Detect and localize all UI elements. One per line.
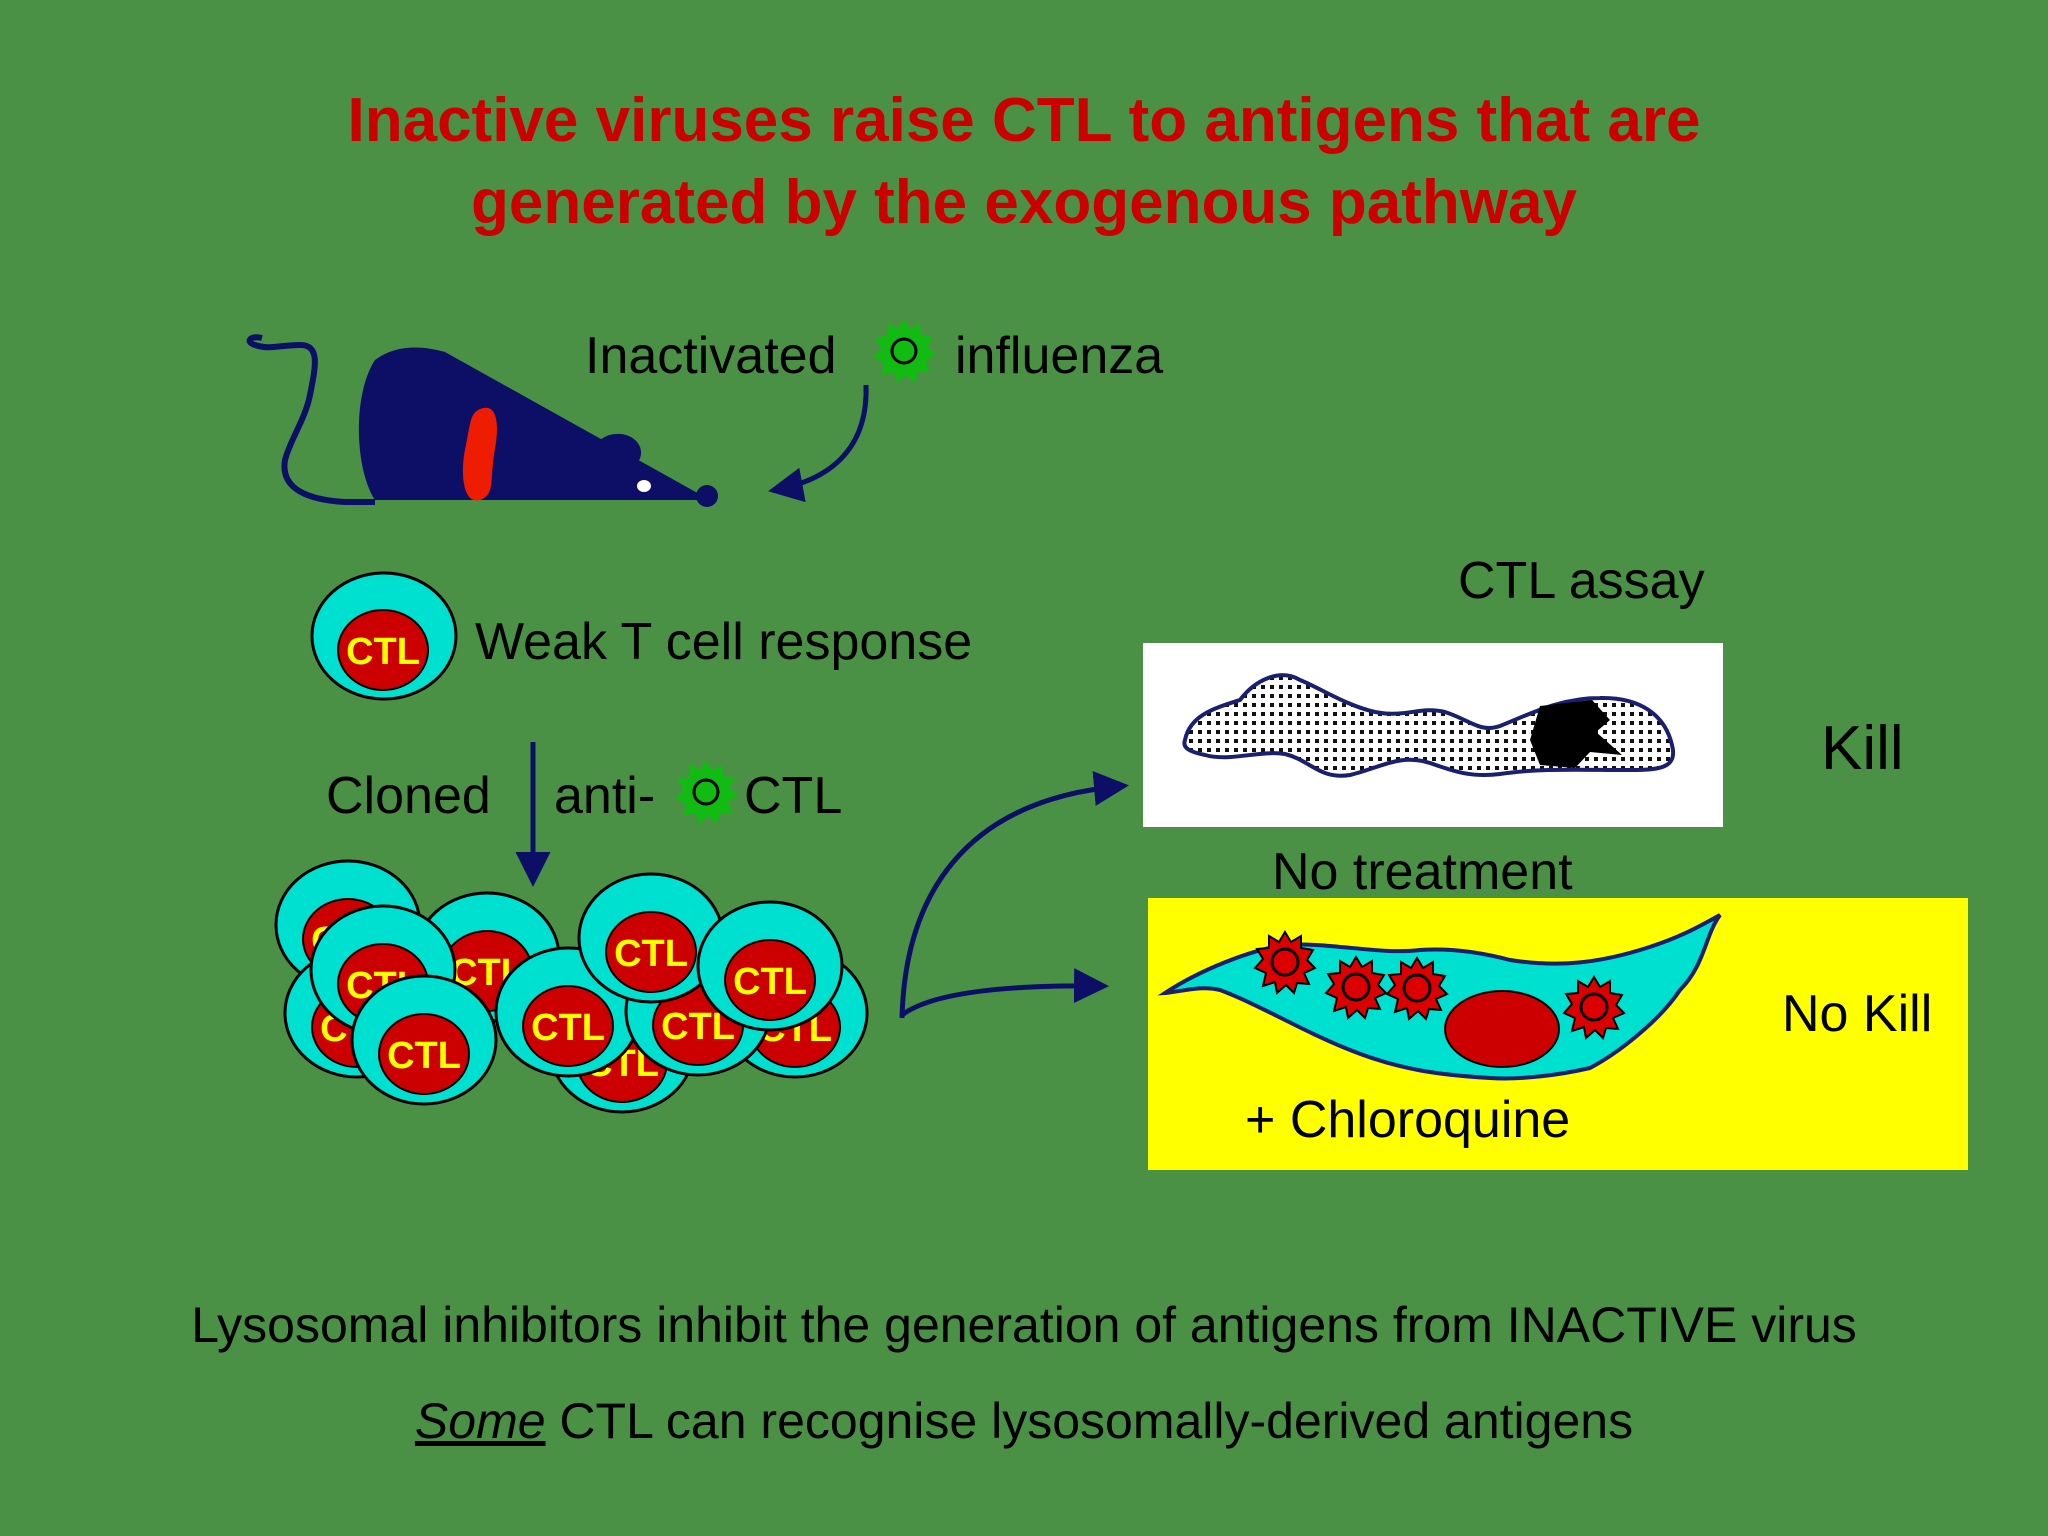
footer-line-2: Some CTL can recognise lysosomally-deriv… [0, 1396, 2048, 1446]
ctl-cell-icon: CTL [350, 974, 498, 1106]
lysed-region [1530, 700, 1622, 768]
label-weak-response: Weak T cell response [475, 613, 973, 671]
arrow-to-chloroquine [900, 968, 1109, 1018]
label-inactivated: Inactivated [585, 327, 837, 385]
label-kill: Kill [1821, 714, 1904, 783]
mouse-icon [246, 334, 718, 507]
ctl-cell-label: CTL [387, 1035, 461, 1077]
label-ctl: CTL [744, 767, 843, 825]
target-nucleus [1444, 990, 1560, 1068]
footer-line-1: Lysosomal inhibitors inhibit the generat… [191, 1297, 1857, 1353]
footer-line-2-rest: CTL can recognise lysosomally-derived an… [545, 1393, 1634, 1449]
chloroquine-panel [1148, 898, 1968, 1170]
ctl-clone-cluster: CTLCTLCTLCTLCTLCTLCTLCTLCTLCTLCTL [274, 859, 869, 1114]
no-treatment-panel [1143, 643, 1723, 827]
virus-icon [871, 317, 938, 385]
ctl-cell-icon: CTL [577, 872, 725, 1004]
title-line-2: generated by the exogenous pathway [471, 168, 1577, 237]
ctl-cell-label: CTL [346, 631, 420, 673]
cell-nucleus [724, 939, 816, 1021]
ctl-cell-icon: CTL [310, 571, 458, 701]
label-anti: anti- [554, 767, 656, 825]
virus-icon [673, 758, 740, 826]
ctl-cell-label: CTL [614, 933, 688, 975]
ctl-cell-label: CTL [733, 961, 807, 1003]
title-line-1: Inactive viruses raise CTL to antigens t… [347, 86, 1701, 155]
cell-nucleus [522, 985, 614, 1067]
label-no-treatment: No treatment [1272, 843, 1573, 901]
label-chloroquine: + Chloroquine [1245, 1091, 1571, 1149]
footer-emphasis: Some [414, 1393, 546, 1449]
ctl-cell-label: CTL [531, 1007, 605, 1049]
arrow-to-no-treatment [899, 770, 1129, 1019]
curved-arrow-to-mouse [768, 384, 869, 503]
label-influenza: influenza [955, 327, 1164, 385]
label-cloned: Cloned [326, 767, 491, 825]
cell-nucleus [605, 911, 697, 993]
label-no-kill: No Kill [1782, 985, 1933, 1043]
cell-nucleus [378, 1013, 470, 1095]
slide-title: Inactive viruses raise CTL to antigens t… [0, 80, 2048, 244]
ctl-cell-icon: CTL [696, 900, 844, 1032]
label-ctl-assay: CTL assay [1458, 552, 1705, 610]
